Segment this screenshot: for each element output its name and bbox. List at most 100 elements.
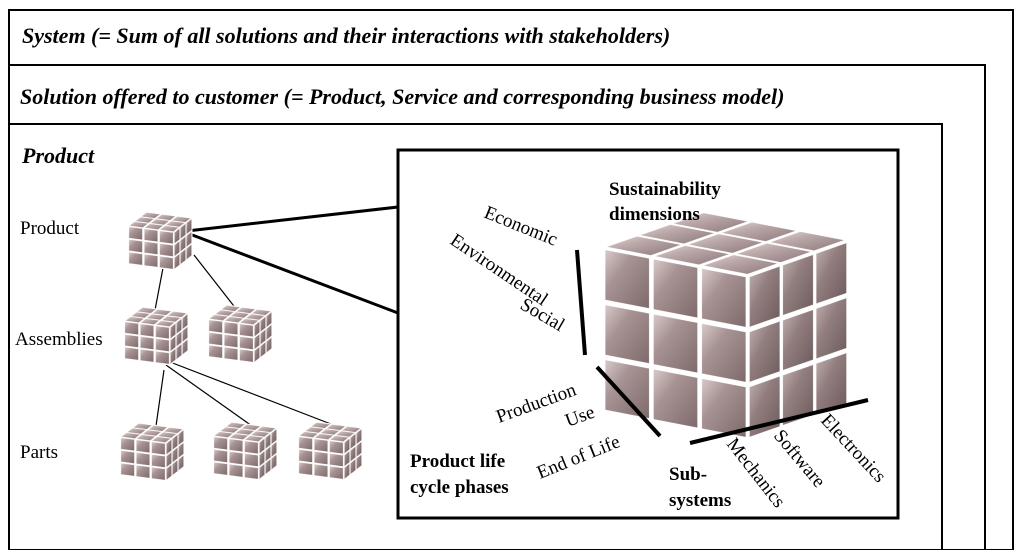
big-cube-body bbox=[602, 211, 849, 441]
cube-tile bbox=[214, 431, 234, 438]
cube-tile bbox=[687, 233, 764, 254]
cube-tile bbox=[749, 320, 781, 383]
cube-tile bbox=[151, 441, 166, 456]
cube-tile bbox=[604, 249, 650, 309]
cube-tile bbox=[271, 441, 277, 458]
cube-tile bbox=[314, 433, 334, 440]
cube-tile bbox=[229, 463, 243, 478]
cube-tile bbox=[159, 225, 179, 232]
cube-tile bbox=[654, 245, 730, 266]
cube-top-face bbox=[298, 422, 362, 442]
lifecycle-title-line2: cycle phases bbox=[410, 477, 509, 498]
cube-tile bbox=[226, 422, 246, 429]
cube-tile bbox=[213, 461, 228, 476]
cube-tile bbox=[329, 435, 350, 442]
cube-side-face bbox=[174, 218, 192, 270]
cube-tile bbox=[124, 321, 139, 336]
cube-tile bbox=[260, 329, 266, 345]
axis-lines bbox=[575, 249, 869, 445]
cube-side-face bbox=[749, 242, 847, 438]
cube-tile bbox=[178, 442, 184, 459]
cube-front-face bbox=[213, 436, 259, 480]
product-frame-title: Product bbox=[21, 143, 95, 168]
cube-top-face bbox=[125, 307, 187, 327]
cube-tile bbox=[127, 427, 147, 435]
cube-tile bbox=[208, 344, 223, 359]
cube-tile bbox=[606, 236, 682, 256]
cube-tile bbox=[265, 458, 271, 475]
cube-tile bbox=[157, 431, 177, 439]
assemblies-level-label: Assemblies bbox=[15, 329, 103, 350]
cube-tile bbox=[172, 459, 178, 476]
cube-top-face bbox=[121, 423, 183, 443]
cube-tile bbox=[152, 309, 172, 316]
cube-tile bbox=[239, 323, 254, 338]
product-detail-cube bbox=[602, 211, 849, 441]
cube-tile bbox=[172, 434, 178, 451]
cube-tile bbox=[209, 314, 229, 321]
cube-tile bbox=[230, 311, 250, 319]
cube-tile bbox=[178, 455, 184, 471]
cube-tile bbox=[266, 311, 272, 328]
cube-tile bbox=[329, 440, 344, 455]
cube-tile bbox=[259, 463, 265, 480]
sustainability-title-line2: dimensions bbox=[609, 204, 700, 225]
cube-tile bbox=[344, 450, 350, 467]
cube-tile bbox=[229, 433, 249, 440]
cube-tile bbox=[142, 429, 162, 437]
cube-tile bbox=[245, 313, 266, 321]
cube-tile bbox=[229, 438, 243, 453]
cube-tile bbox=[151, 436, 171, 443]
cube-tile bbox=[136, 439, 150, 454]
cube-tile bbox=[170, 323, 176, 339]
cube-tile bbox=[220, 426, 240, 434]
cube-top-face bbox=[606, 212, 845, 275]
cube-tile bbox=[120, 462, 135, 477]
cube-tile bbox=[128, 251, 143, 266]
cube-tile bbox=[140, 318, 160, 325]
cube-tile bbox=[159, 230, 174, 245]
cube-side-face bbox=[166, 429, 184, 481]
cube-tile bbox=[229, 451, 243, 465]
cube-tile bbox=[180, 223, 186, 240]
cube-tile bbox=[136, 452, 150, 466]
cube-tile bbox=[298, 431, 319, 438]
cube-tile bbox=[251, 309, 272, 316]
cube-tile bbox=[140, 336, 154, 350]
subsystems-axis-line bbox=[689, 398, 869, 445]
cube-tile bbox=[259, 450, 265, 467]
cube-tile bbox=[144, 223, 164, 230]
cube-tile bbox=[224, 334, 238, 348]
cube-tile bbox=[653, 313, 698, 374]
cube-tile bbox=[604, 304, 650, 364]
cube-tile bbox=[265, 433, 271, 450]
cube-tile bbox=[266, 337, 272, 353]
cube-tile bbox=[151, 466, 166, 481]
cube-tile bbox=[244, 453, 259, 467]
cube-tile bbox=[260, 341, 266, 358]
cube-tile bbox=[639, 224, 715, 244]
cube-tile bbox=[155, 350, 170, 365]
lifecycle-axis-line bbox=[595, 365, 662, 438]
cube-tile bbox=[239, 348, 254, 363]
cube-tile bbox=[166, 464, 172, 481]
cube-top-face bbox=[214, 422, 277, 442]
sustainability-axis-line bbox=[575, 249, 587, 356]
cube-tile bbox=[326, 424, 346, 431]
cube-tile bbox=[653, 368, 698, 429]
cube-front-face bbox=[298, 436, 344, 480]
cube-tile bbox=[128, 239, 143, 253]
cube-tile bbox=[235, 428, 255, 436]
cube-front-face bbox=[124, 321, 170, 365]
cube-tile bbox=[151, 454, 166, 468]
cube-tile bbox=[180, 236, 186, 252]
cube-top-face bbox=[129, 212, 191, 232]
cube-tile bbox=[259, 438, 265, 454]
cube-tile bbox=[131, 311, 151, 319]
cube-tile bbox=[244, 440, 259, 455]
cube-tile bbox=[701, 378, 747, 438]
cube-tile bbox=[121, 432, 141, 439]
cube-tile bbox=[144, 228, 158, 243]
cube-tile bbox=[254, 346, 260, 363]
